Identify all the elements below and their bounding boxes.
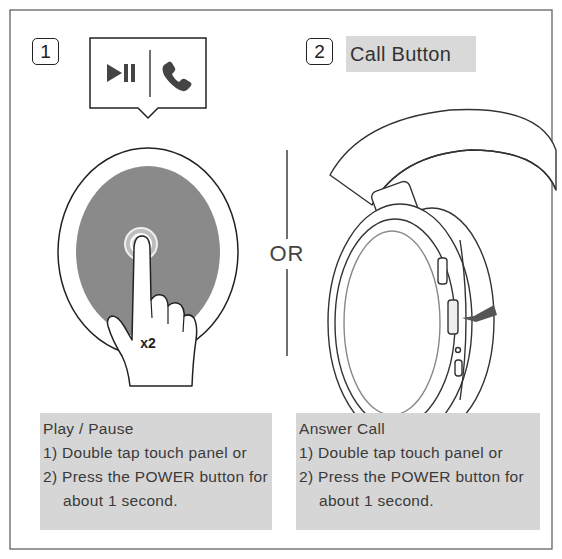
instruction-step: 1) Double tap touch panel or [299,441,536,465]
play-pause-icon [107,64,135,82]
label-text: Call Button [350,43,451,66]
instruction-box: Play / Pause1) Double tap touch panel or… [40,413,272,530]
instruction-step: 2) Press the POWER button for about 1 se… [299,465,536,513]
headphones [328,110,556,441]
finger-creases [151,300,184,332]
tap-count: x2 [140,335,156,351]
heading: Play / Pause [43,417,268,441]
title-box: Call Button [346,36,476,72]
hand [108,236,197,386]
instruction-step: 2) Press the POWER button for about 1 se… [43,465,268,513]
divider [149,50,150,97]
callout-number: 2 [306,38,333,65]
instruction-step: 1) Double tap touch panel or [43,441,268,465]
pointer-arrow [462,305,497,322]
frame [10,10,552,549]
phone-icon [163,62,192,92]
callout-number: 1 [32,38,59,65]
instruction-box: Answer Call1) Double tap touch panel or2… [296,413,540,530]
label-text: 2 [314,41,325,63]
heading: Answer Call [299,417,536,441]
speech-bubble [90,38,206,118]
label-text: 1 [40,41,51,63]
or-text: OR [268,239,307,269]
